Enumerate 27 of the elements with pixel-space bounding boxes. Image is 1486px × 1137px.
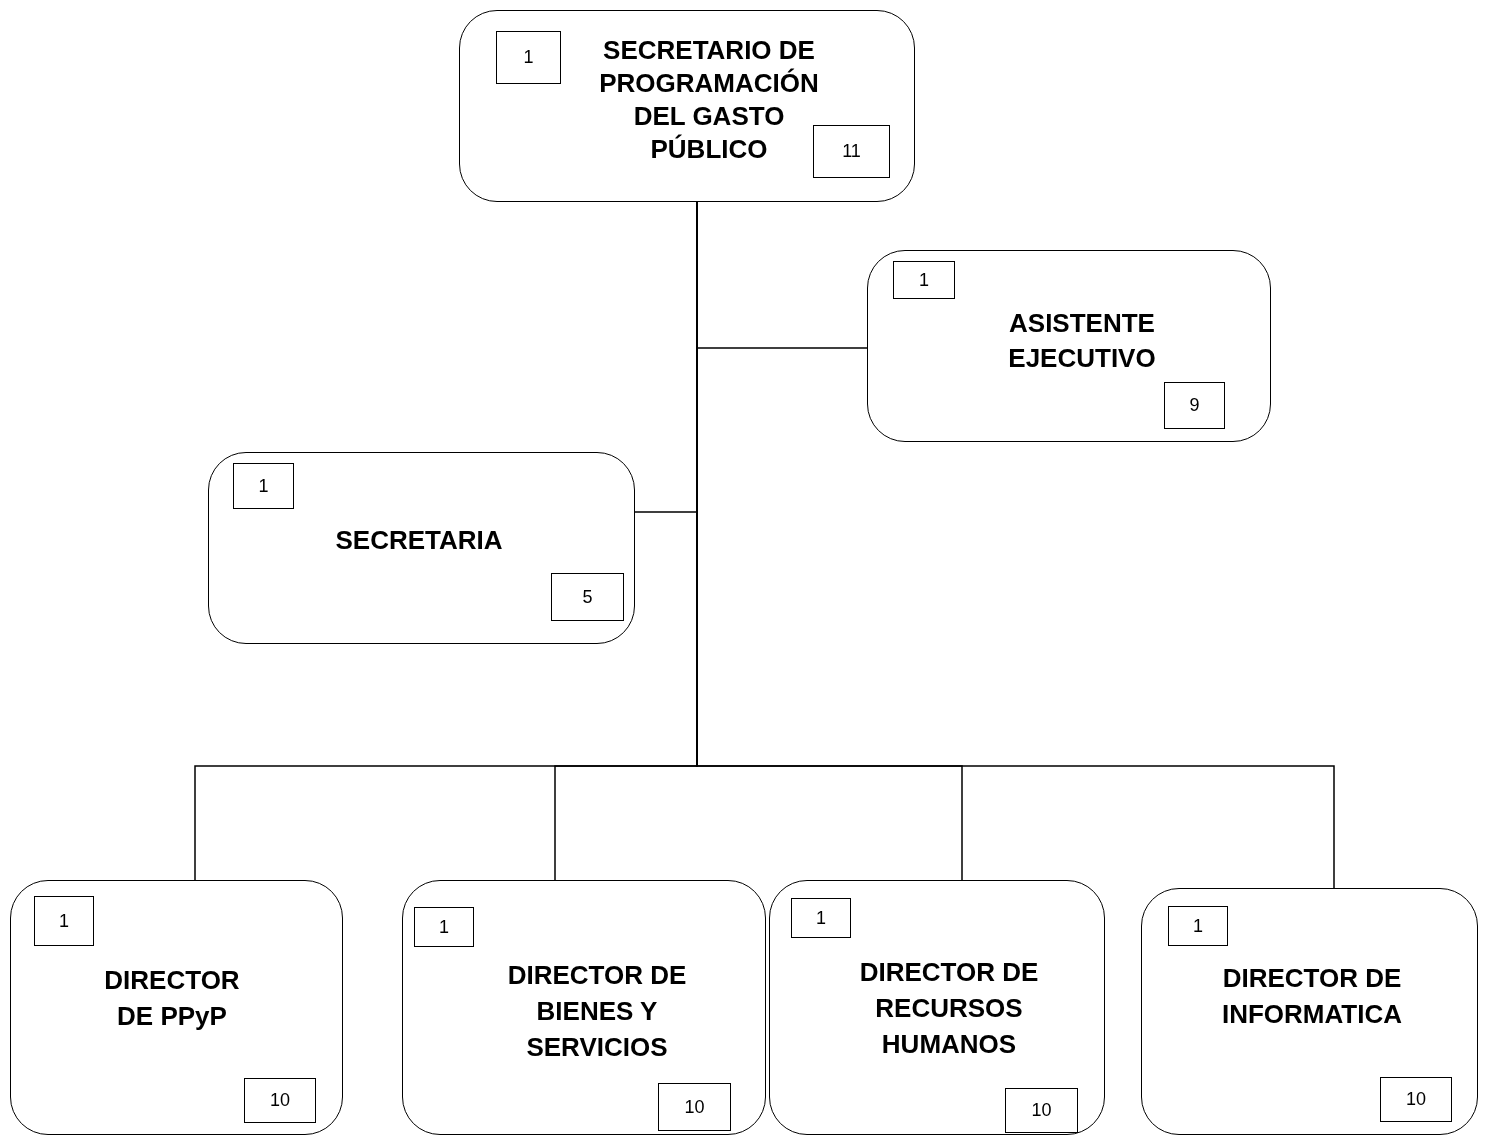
position-box (1141, 888, 1478, 1135)
position-box (208, 452, 635, 644)
number-box: 1 (233, 463, 294, 509)
number-box: 10 (244, 1078, 316, 1123)
number-box: 1 (496, 31, 561, 84)
position-box (769, 880, 1105, 1135)
number-box: 10 (1380, 1077, 1452, 1122)
position-title: ASISTENTE EJECUTIVO (1007, 307, 1157, 375)
position-title: DIRECTOR DE INFORMATICA (1220, 962, 1403, 1031)
position-box (402, 880, 766, 1135)
number-box: 1 (893, 261, 955, 299)
number-box: 1 (34, 896, 94, 946)
number-box: 10 (1005, 1088, 1078, 1133)
position-title: DIRECTOR DE BIENES Y SERVICIOS (506, 959, 688, 1064)
number-box: 10 (658, 1083, 731, 1131)
number-box: 1 (414, 907, 474, 947)
position-box (867, 250, 1271, 442)
position-box (10, 880, 343, 1135)
number-box: 5 (551, 573, 624, 621)
number-box: 11 (813, 125, 890, 178)
position-title: SECRETARIA (334, 524, 504, 557)
number-box: 9 (1164, 382, 1225, 429)
number-box: 1 (791, 898, 851, 938)
position-title: DIRECTOR DE RECURSOS HUMANOS (858, 956, 1040, 1061)
number-box: 1 (1168, 906, 1228, 946)
position-box (459, 10, 915, 202)
position-title: DIRECTOR DE PPyP (103, 964, 241, 1033)
